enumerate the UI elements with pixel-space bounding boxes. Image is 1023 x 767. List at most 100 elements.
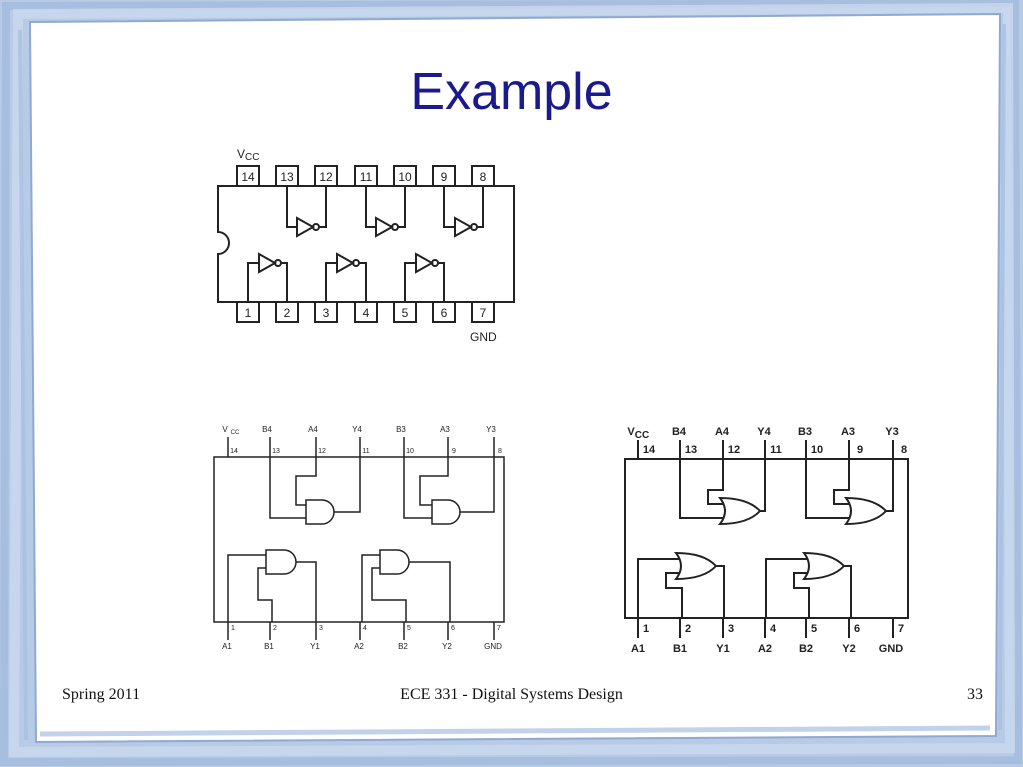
pin-box: 8: [471, 165, 495, 187]
inverter-gate: [325, 252, 367, 302]
pin-number: 10: [398, 170, 412, 184]
pin-number: 11: [360, 170, 373, 184]
pin-signal-label: Y1: [310, 642, 320, 651]
pin-box: 11: [354, 165, 378, 187]
pin-number: 12: [319, 170, 333, 184]
chip1-top-pins: 14 13 12 11 10 9 8: [236, 165, 495, 187]
pin-number: 12: [318, 448, 326, 455]
pin-number: 2: [685, 623, 691, 635]
pin-number: 1: [231, 625, 235, 632]
pin-box: 3: [314, 301, 338, 323]
chip1-gnd-label: GND: [470, 330, 497, 344]
chip1-vcc-label: V: [237, 147, 245, 161]
and-gate: [227, 549, 317, 622]
or-gate: [637, 551, 725, 618]
footer-page-number: 33: [967, 686, 983, 703]
pin-number: 14: [230, 448, 238, 455]
or-gate: [765, 551, 852, 618]
pin-signal-label: V: [222, 425, 228, 434]
and-gate: [403, 457, 495, 525]
pin-number: 13: [272, 448, 280, 455]
pin-number: 3: [319, 625, 323, 632]
pin-number: 6: [441, 306, 448, 320]
or-gate: [805, 459, 894, 526]
and-gate: [361, 549, 451, 622]
chip1-vcc-sub: CC: [245, 152, 259, 163]
vcc-subscript: CC: [635, 430, 649, 441]
chip2-body: [213, 456, 505, 623]
pin-number: 11: [362, 448, 369, 455]
chip1-body: [217, 185, 515, 303]
pin-number: 2: [273, 625, 277, 632]
pin-number: 14: [241, 170, 255, 184]
pin-signal-label: A1: [631, 643, 645, 655]
pin-number: 8: [480, 170, 487, 184]
footer-date: Spring 2011: [62, 686, 141, 703]
pin-number: 1: [643, 623, 649, 635]
or-gate: [679, 459, 766, 526]
pin-number: 9: [441, 170, 448, 184]
pin-number: 5: [407, 625, 411, 632]
pin-number: 8: [901, 444, 907, 456]
pin-box: 10: [393, 165, 417, 187]
pin-number: 11: [770, 444, 782, 456]
pin-box: 1: [236, 301, 260, 323]
pin-box: 13: [275, 165, 299, 187]
vcc-subscript: CC: [231, 430, 240, 436]
pin-number: 7: [497, 625, 501, 632]
pin-signal-label: Y3: [885, 426, 898, 438]
pin-signal-label: Y1: [716, 643, 729, 655]
pin-signal-label: A2: [354, 642, 364, 651]
pin-signal-label: B3: [396, 425, 406, 434]
pin-signal-label: A1: [222, 642, 232, 651]
pin-signal-label: B3: [798, 426, 812, 438]
pin-number: 9: [857, 444, 863, 456]
pin-signal-label: B2: [799, 643, 813, 655]
pin-signal-label: A3: [440, 425, 450, 434]
pin-box: 4: [354, 301, 378, 323]
chip1-bottom-pins: 1 2 3 4 5 6 7: [236, 301, 495, 323]
pin-number: 6: [451, 625, 455, 632]
pin-signal-label: V: [627, 426, 635, 438]
pin-box: 14: [236, 165, 260, 187]
pin-number: 9: [452, 448, 456, 455]
pin-number: 2: [284, 306, 291, 320]
pin-number: 8: [498, 448, 502, 455]
inverter-gate: [247, 252, 288, 302]
inverter-gate: [443, 186, 484, 238]
pin-number: 6: [854, 623, 860, 635]
pin-number: 10: [406, 448, 414, 455]
pin-signal-label: A4: [308, 425, 318, 434]
and-gate: [269, 457, 361, 525]
pin-signal-label: GND: [879, 643, 904, 655]
pin-number: 4: [363, 625, 367, 632]
pin-box: 5: [393, 301, 417, 323]
pin-number: 5: [811, 623, 817, 635]
inverter-gate: [365, 186, 406, 238]
pin-box: 7: [471, 301, 495, 323]
slide-title: Example: [410, 63, 613, 121]
pin-signal-label: B4: [262, 425, 272, 434]
pin-number: 4: [363, 306, 370, 320]
pin-box: 2: [275, 301, 299, 323]
inverter-gate: [404, 252, 445, 302]
pin-number: 10: [811, 444, 823, 456]
pin-number: 1: [245, 306, 252, 320]
pin-signal-label: Y2: [842, 643, 855, 655]
footer-course: ECE 331 - Digital Systems Design: [400, 686, 623, 703]
pin-number: 12: [728, 444, 740, 456]
pin-signal-label: Y2: [442, 642, 452, 651]
pin-box: 12: [314, 165, 338, 187]
pin-signal-label: A3: [841, 426, 855, 438]
pin-signal-label: B2: [398, 642, 408, 651]
pin-box: 9: [432, 165, 456, 187]
pin-box: 6: [432, 301, 456, 323]
